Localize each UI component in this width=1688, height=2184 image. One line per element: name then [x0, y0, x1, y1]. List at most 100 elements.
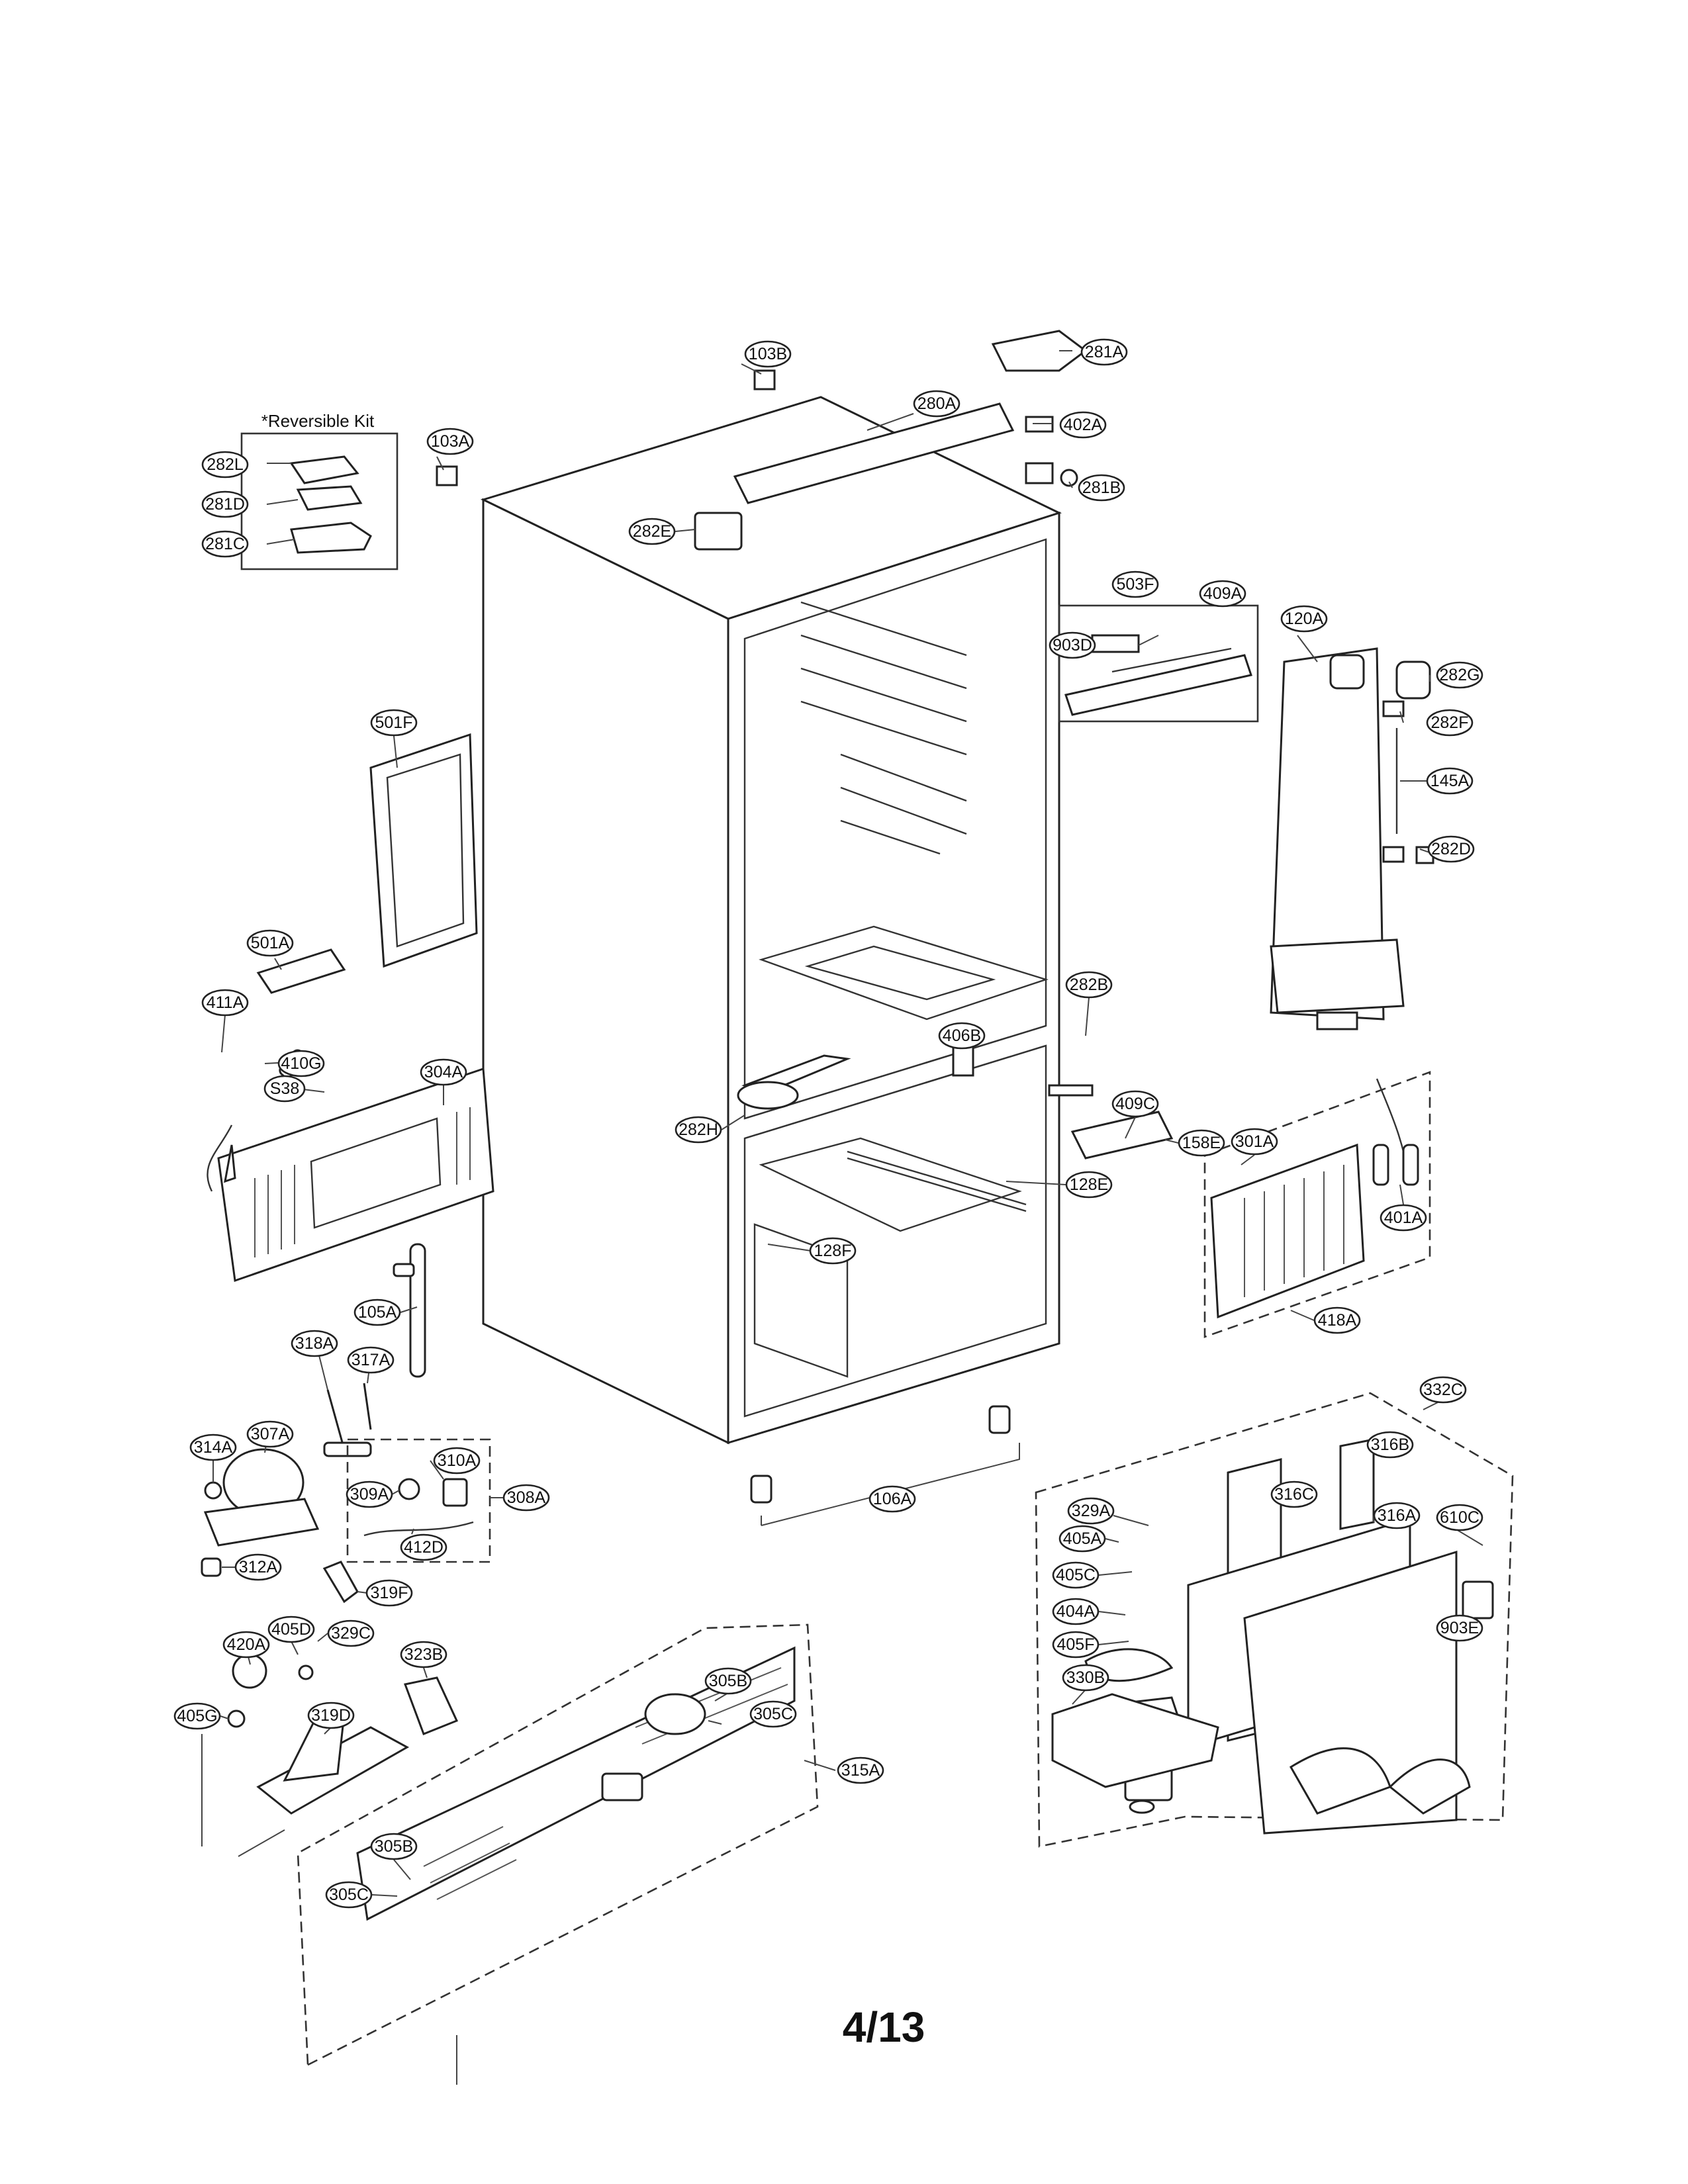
callout-label: 323B	[404, 1645, 443, 1664]
callout-label: 280A	[917, 394, 957, 413]
callout-label: 282H	[679, 1120, 718, 1139]
callout-label: 401A	[1384, 1208, 1423, 1227]
reversible-kit-label: *Reversible Kit	[261, 411, 375, 431]
callout-label: 610C	[1440, 1508, 1479, 1527]
callout-329a: 329A	[1067, 1497, 1115, 1525]
callout-307a: 307A	[246, 1420, 294, 1448]
refrigerator-cabinet	[436, 330, 1088, 1526]
callout-label: 282F	[1431, 713, 1469, 732]
callout-405a: 405A	[1058, 1525, 1106, 1553]
callout-128f: 128F	[809, 1237, 857, 1265]
callout-103a: 103A	[426, 428, 474, 455]
callout-401a: 401A	[1380, 1204, 1427, 1232]
callout-903e: 903E	[1436, 1614, 1483, 1642]
callout-319f: 319F	[365, 1579, 413, 1607]
callout-label: 304A	[424, 1063, 463, 1081]
callout-label: 305C	[753, 1705, 793, 1723]
callout-503f: 503F	[1111, 570, 1159, 598]
right-upper-parts	[737, 604, 1434, 1338]
callout-411a: 411A	[201, 989, 249, 1017]
machine-compartment	[201, 1623, 819, 2085]
callout-282d: 282D	[1427, 835, 1475, 863]
callout-label: 411A	[207, 993, 244, 1012]
callout-label: 405F	[1057, 1635, 1095, 1654]
callout-label: 405C	[1056, 1566, 1096, 1584]
callout-label: 332C	[1423, 1381, 1463, 1399]
callout-label: 105A	[358, 1303, 397, 1322]
callout-329c: 329C	[327, 1619, 375, 1647]
callout-315a: 315A	[837, 1756, 884, 1784]
callout-308a: 308A	[502, 1484, 550, 1512]
callout-label: 316B	[1371, 1435, 1409, 1454]
callout-label: 418A	[1318, 1311, 1357, 1330]
callout-label: 281D	[205, 495, 245, 514]
callout-label: 409C	[1115, 1095, 1155, 1113]
callout-332c: 332C	[1419, 1376, 1467, 1404]
callout-label: 410G	[281, 1054, 321, 1073]
callout-label: 316A	[1378, 1506, 1417, 1525]
callout-label: 145A	[1430, 772, 1470, 790]
callout-label: 312A	[239, 1558, 278, 1576]
callout-label: 314A	[194, 1438, 233, 1457]
callout-317a: 317A	[347, 1346, 395, 1374]
callout-label: 310A	[438, 1451, 477, 1470]
callout-330b: 330B	[1062, 1664, 1109, 1692]
callout-label: 309A	[350, 1485, 389, 1504]
page-number: 4/13	[843, 2003, 925, 2051]
callout-label: 501F	[375, 713, 413, 732]
callout-501f: 501F	[370, 709, 418, 737]
callout-312a: 312A	[234, 1553, 282, 1581]
callout-label: 305B	[709, 1672, 747, 1690]
callout-label: 282L	[207, 455, 244, 474]
callout-label: 402A	[1064, 416, 1103, 434]
callout-label: 329C	[331, 1624, 371, 1643]
reversible-kit-group: *Reversible Kit	[240, 411, 399, 570]
callout-label: 282E	[633, 522, 671, 541]
callout-label: 317A	[352, 1351, 391, 1369]
callout-label: 420A	[227, 1635, 266, 1654]
callout-label: 319D	[311, 1706, 351, 1725]
callout-282f: 282F	[1426, 709, 1474, 737]
callout-305c-lower: 305C	[325, 1881, 373, 1909]
callout-282l: 282L	[201, 451, 249, 478]
callout-406b: 406B	[938, 1022, 986, 1050]
callout-158e: 158E	[1178, 1129, 1225, 1157]
callout-309a: 309A	[346, 1480, 393, 1508]
callout-405f: 405F	[1052, 1631, 1100, 1659]
callout-106a: 106A	[868, 1485, 916, 1513]
callout-s38: S38	[263, 1075, 306, 1103]
callout-label: 329A	[1072, 1502, 1111, 1520]
callout-305b-lower: 305B	[370, 1833, 418, 1860]
callout-405g: 405G	[173, 1702, 221, 1730]
callout-280a: 280A	[913, 390, 961, 418]
callout-label: 308A	[507, 1488, 546, 1507]
callout-label: 315A	[841, 1761, 880, 1780]
callout-420a: 420A	[222, 1631, 270, 1659]
callout-label: 318A	[295, 1334, 334, 1353]
callout-305c-upper: 305C	[749, 1700, 797, 1728]
callout-103b: 103B	[744, 340, 792, 368]
callout-label: S38	[270, 1079, 299, 1098]
callout-label: 404A	[1056, 1602, 1096, 1621]
callout-314a: 314A	[189, 1433, 237, 1461]
callout-105a: 105A	[353, 1298, 401, 1326]
callout-label: 128E	[1070, 1175, 1108, 1194]
callout-282e: 282E	[628, 518, 676, 545]
callout-label: 903E	[1440, 1619, 1479, 1637]
callout-316c: 316C	[1270, 1480, 1318, 1508]
callout-418a: 418A	[1313, 1306, 1361, 1334]
callout-label: 406B	[943, 1026, 981, 1045]
callout-405d: 405D	[267, 1615, 315, 1643]
callout-402a: 402A	[1059, 411, 1107, 439]
callout-label: 282D	[1431, 840, 1471, 858]
callout-405c: 405C	[1052, 1561, 1100, 1589]
callout-label: 503F	[1117, 575, 1154, 594]
compressor-group	[201, 1438, 491, 1604]
callout-label: 501A	[251, 934, 290, 952]
callout-label: 305C	[329, 1886, 369, 1904]
callout-label: 282B	[1070, 976, 1108, 994]
callout-label: 405D	[271, 1620, 311, 1639]
callout-404a: 404A	[1052, 1598, 1100, 1625]
callout-281a: 281A	[1080, 338, 1128, 366]
callout-410g: 410G	[277, 1050, 325, 1077]
